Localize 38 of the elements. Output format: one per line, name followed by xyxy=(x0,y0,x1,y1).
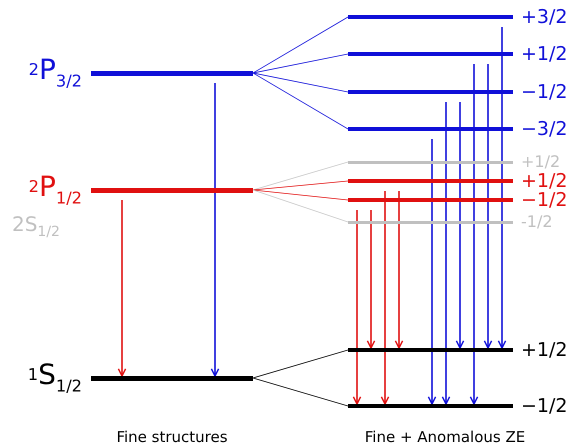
term-symbol: 2S$_{1/2}$ xyxy=(12,214,60,239)
transition-arrow xyxy=(366,210,376,349)
quantum-number-label: +1/2 xyxy=(521,340,568,360)
transition-arrow xyxy=(456,102,464,349)
transition-arrow xyxy=(394,191,404,349)
quantum-number-label: +3/2 xyxy=(521,8,568,26)
term-symbol: $^{2}$P$_{3/2}$ xyxy=(28,56,82,90)
quantum-number-label: -1/2 xyxy=(521,214,553,230)
connector-line xyxy=(252,180,348,190)
quantum-number-label: −1/2 xyxy=(521,396,568,416)
connector-line xyxy=(252,162,348,190)
quantum-number-label: −1/2 xyxy=(521,190,568,210)
quantum-number-label: +1/2 xyxy=(521,44,568,64)
connector-line xyxy=(252,16,348,74)
connector-line xyxy=(252,72,348,92)
quantum-number-label: −1/2 xyxy=(521,82,568,102)
transition-arrow xyxy=(498,27,506,349)
transition-arrow xyxy=(442,102,450,405)
transition-arrow xyxy=(470,64,478,405)
transition-arrow xyxy=(428,139,436,405)
connector-line xyxy=(252,190,348,200)
transition-arrow xyxy=(484,64,492,349)
transition-arrow xyxy=(210,83,220,377)
connector-line xyxy=(252,72,348,130)
transition-arrow xyxy=(352,210,362,405)
quantum-number-label: +1/2 xyxy=(521,172,568,190)
quantum-number-label: −3/2 xyxy=(521,120,568,138)
connector-line xyxy=(252,190,348,222)
term-symbol: $^{2}$P$_{1/2}$ xyxy=(28,173,82,207)
axis-caption: Fine + Anomalous ZE xyxy=(364,430,526,445)
connector-line xyxy=(252,54,348,74)
transition-arrow xyxy=(380,191,390,405)
quantum-number-label: +1/2 xyxy=(521,154,560,170)
axis-caption: Fine structures xyxy=(115,430,229,445)
connector-line xyxy=(252,350,348,378)
transition-arrow xyxy=(118,200,126,377)
term-symbol: $^{1}$S$_{1/2}$ xyxy=(28,361,82,395)
connector-line xyxy=(252,378,348,406)
